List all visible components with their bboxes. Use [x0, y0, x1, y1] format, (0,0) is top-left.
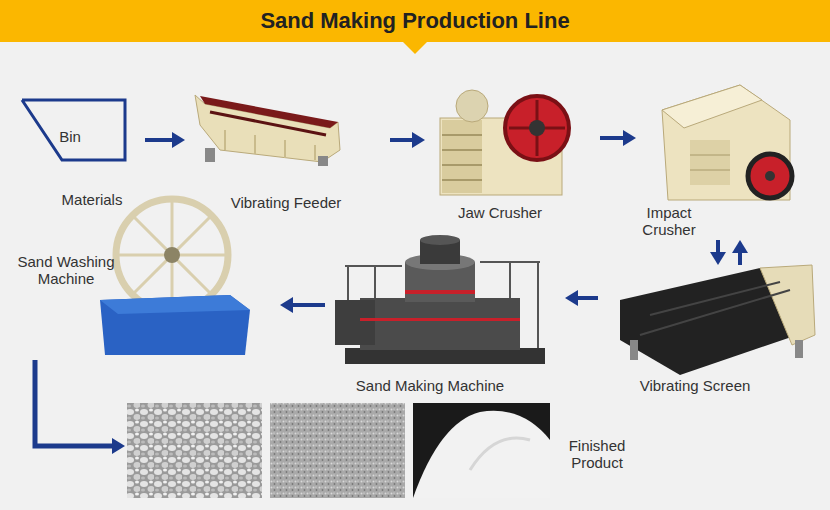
node-label: Sand Making Machine — [345, 377, 515, 394]
node-label: Finished Product — [561, 437, 633, 471]
arrow-head — [112, 438, 125, 454]
machine-node: Impact Crusher — [636, 80, 795, 240]
flow-arrow — [732, 240, 748, 265]
title-banner: Sand Making Production Line — [0, 0, 830, 42]
title-text: Sand Making Production Line — [0, 0, 830, 42]
feeder-picture — [195, 95, 340, 166]
arrow-head — [172, 132, 185, 148]
banner-pointer — [402, 41, 428, 54]
machine-node: Sand Making Machine — [325, 232, 565, 396]
machine-node: Sand Washing Machine — [10, 190, 280, 360]
arrow-line — [145, 138, 174, 142]
node-label: Bin — [48, 128, 92, 145]
machine-node: Jaw Crusher — [425, 90, 600, 223]
node-label: Vibrating Screen — [630, 377, 760, 394]
node-label: Sand Washing Machine — [10, 253, 122, 287]
arrow-head — [710, 252, 726, 265]
product-photos — [127, 403, 550, 498]
node-label: Materials — [47, 191, 137, 208]
arrow-line — [716, 240, 720, 254]
flow-arrow — [565, 290, 598, 306]
arrow-head — [280, 297, 293, 313]
flow-arrow — [280, 297, 325, 313]
arrow-head — [732, 240, 748, 253]
node-label: Impact Crusher — [638, 204, 700, 238]
flow-arrow — [145, 132, 185, 148]
sand-washing-machine-picture — [100, 199, 250, 355]
impact-crusher-picture — [662, 85, 792, 200]
machine-node: Vibrating Feeder — [185, 88, 390, 213]
flow-arrow — [710, 240, 726, 265]
arrow-line — [738, 251, 742, 265]
node-label: Vibrating Feeder — [221, 194, 351, 211]
arrow-line — [291, 303, 325, 307]
arrow-head — [565, 290, 578, 306]
arrow-head — [412, 132, 425, 148]
flow-arrow — [35, 360, 125, 454]
vibrating-screen-picture — [620, 265, 815, 375]
flow-arrow — [600, 130, 636, 146]
machine-node: Finished Product — [125, 400, 640, 498]
machine-node: BinMaterials — [20, 95, 145, 210]
arrow-line — [576, 296, 598, 300]
arrow-line — [390, 138, 414, 142]
sand-making-machine-picture — [335, 235, 545, 364]
node-label: Jaw Crusher — [440, 204, 560, 221]
arrow-head — [623, 130, 636, 146]
jaw-crusher-picture — [440, 90, 569, 195]
bin-outline — [22, 100, 125, 160]
machine-node: Vibrating Screen — [598, 265, 818, 396]
arrow-line — [35, 360, 114, 446]
flow-arrow — [390, 132, 425, 148]
arrow-line — [600, 136, 625, 140]
